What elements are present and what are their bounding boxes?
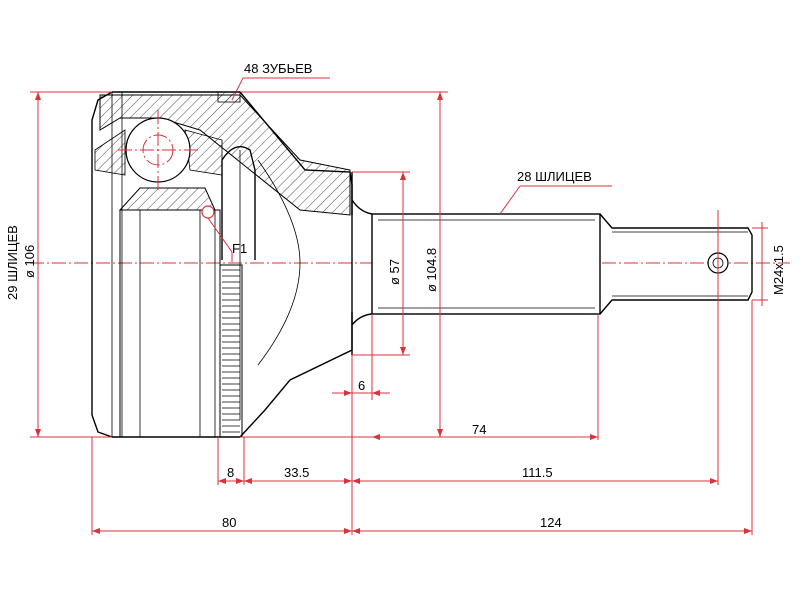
dim-spline-length: 74 bbox=[472, 422, 486, 437]
dim-d-flange: ø 104.8 bbox=[424, 248, 439, 292]
outer-splines-label: 28 ШЛИЦЕВ bbox=[517, 169, 592, 184]
dim-body-length: 80 bbox=[222, 515, 236, 530]
gear-tooth-marker bbox=[217, 91, 241, 103]
dim-step: 6 bbox=[358, 378, 365, 393]
thread-label: M24x1.5 bbox=[771, 245, 786, 295]
inner-race bbox=[94, 110, 256, 438]
teeth-label: 48 ЗУБЬЕВ bbox=[244, 61, 312, 76]
abs-ring bbox=[219, 264, 243, 438]
dimension-lines bbox=[30, 77, 768, 535]
f1-label: F1 bbox=[232, 241, 247, 256]
dim-total-length: 124 bbox=[540, 515, 562, 530]
snap-ring-f1 bbox=[201, 205, 215, 219]
dim-shaft-length: 111.5 bbox=[522, 465, 553, 480]
dim-flange-to-step: 33.5 bbox=[284, 465, 309, 480]
inner-splines-label: 29 ШЛИЦЕВ bbox=[5, 225, 20, 300]
dim-d-neck: ø 57 bbox=[387, 259, 402, 285]
dim-d-housing: ø 106 bbox=[22, 245, 37, 278]
stub-shaft bbox=[371, 213, 753, 315]
dim-ring-width: 8 bbox=[227, 465, 234, 480]
